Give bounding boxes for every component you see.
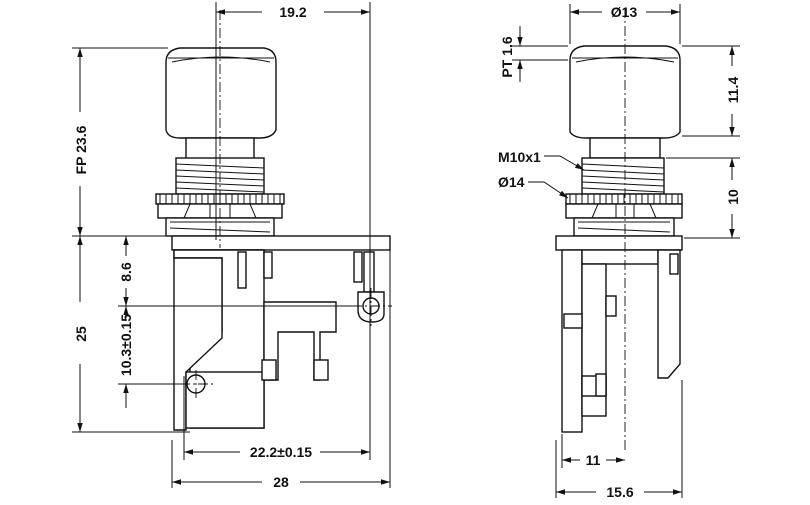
front-flange	[171, 235, 391, 251]
dim-cap-diameter: Ø13	[611, 4, 638, 20]
front-terminal-4	[363, 251, 375, 293]
side-body	[561, 249, 583, 433]
dim-thread: M10x1	[498, 149, 541, 165]
dim-body-height: 25	[73, 326, 89, 342]
dim-width-top: 19.2	[279, 4, 306, 20]
front-terminal-3	[353, 251, 363, 283]
side-terminal	[657, 249, 681, 379]
side-dimensions: Ø13 PT 1.6 11.4 10 M10x1 Ø14 11	[498, 4, 741, 500]
dim-thread-length: 10	[725, 189, 741, 205]
front-terminal-1	[237, 251, 247, 289]
side-thread	[581, 157, 665, 195]
dim-hole-spacing: 22.2±0.15	[250, 444, 312, 460]
dim-cap-height: 11.4	[725, 77, 741, 104]
dim-nut-diameter: Ø14	[498, 174, 525, 190]
front-dimensions: 19.2 FP 23.6 25 8.6 10.3±0.15 22.2±0.15	[72, 2, 391, 490]
dim-total-depth: 15.6	[606, 484, 633, 500]
side-cap	[569, 45, 681, 139]
dim-total-width: 28	[273, 474, 289, 490]
dim-pin-offset: 11	[586, 452, 601, 468]
side-nut	[565, 193, 683, 237]
front-terminal-2	[263, 251, 273, 279]
dim-pretravel: PT 1.6	[499, 36, 515, 77]
dim-free-position: FP 23.6	[73, 125, 89, 174]
dim-hole-height: 10.3±0.15	[118, 314, 134, 376]
dim-pin-height: 8.6	[118, 262, 134, 282]
side-view	[555, 8, 683, 450]
front-view	[155, 10, 392, 431]
front-cap	[165, 47, 277, 139]
side-flange	[555, 235, 683, 251]
